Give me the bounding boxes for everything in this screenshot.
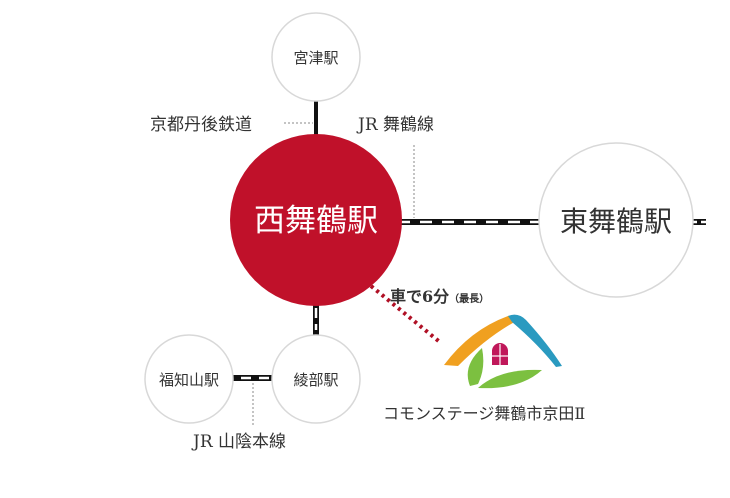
station-miyazu-label: 宮津駅	[293, 49, 338, 67]
line-jr-maizuru-label: JR 舞鶴線	[356, 115, 434, 135]
station-nishi-maizuru-label: 西舞鶴駅	[254, 203, 378, 239]
station-higashi-maizuru-circle	[538, 142, 694, 298]
access-time: 車で6分（最長）	[390, 287, 489, 306]
station-fukuchiyama-circle	[144, 334, 234, 424]
line-kyoto-tango-label: 京都丹後鉄道	[150, 115, 252, 135]
station-nishi-maizuru-circle	[230, 134, 402, 306]
access-note: （最長）	[449, 292, 489, 305]
property-name: コモンステージ舞鶴市京田Ⅱ	[383, 404, 585, 423]
station-fukuchiyama-label: 福知山駅	[159, 371, 219, 389]
station-miyazu-circle	[271, 12, 361, 102]
station-higashi-maizuru-label: 東舞鶴駅	[560, 205, 672, 238]
station-ayabe-circle	[271, 334, 361, 424]
access-time-text: 車で6分	[390, 287, 449, 306]
property-logo-icon	[444, 314, 562, 389]
access-route-dotted	[369, 284, 443, 345]
station-ayabe-label: 綾部駅	[293, 371, 338, 389]
line-jr-sanin-label: JR 山陰本線	[191, 432, 286, 452]
